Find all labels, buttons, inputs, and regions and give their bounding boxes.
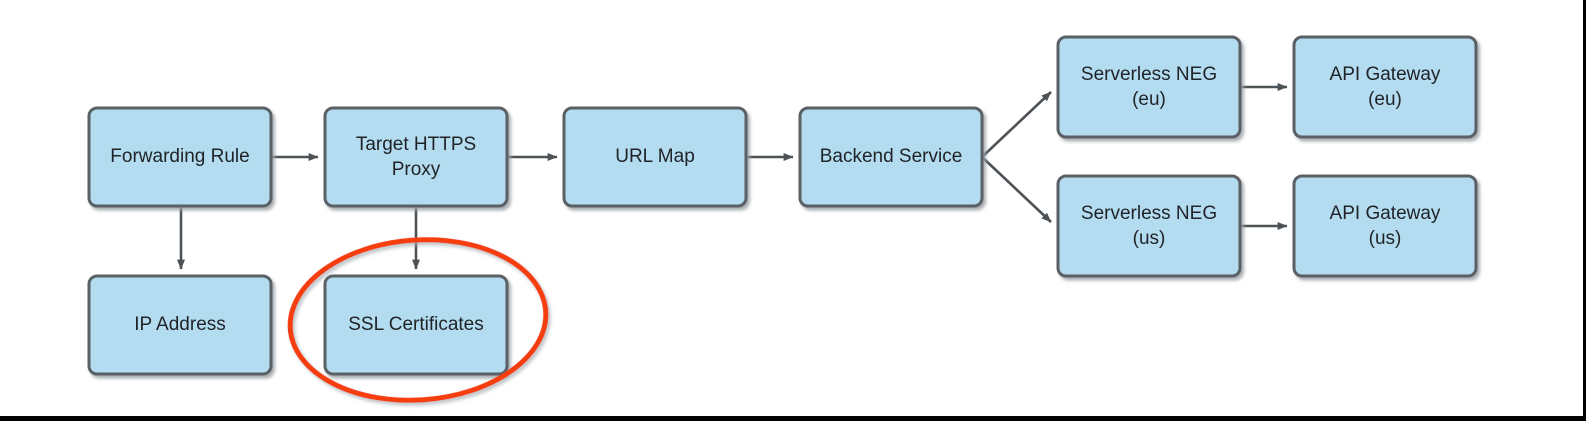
node-label-backend-service: Backend Service bbox=[820, 146, 963, 167]
node-label-ssl-certificates: SSL Certificates bbox=[348, 314, 484, 335]
node-serverless-neg-eu[interactable]: Serverless NEG (eu) bbox=[1056, 35, 1242, 139]
node-box-ssl-certificates[interactable] bbox=[323, 274, 509, 376]
annotation-layer bbox=[287, 237, 549, 403]
node-box-api-gateway-us[interactable] bbox=[1292, 174, 1478, 278]
node-box-serverless-neg-us[interactable] bbox=[1056, 174, 1242, 278]
node-sublabel-api-gateway-eu: (eu) bbox=[1368, 89, 1402, 110]
node-url-map[interactable]: URL Map bbox=[562, 106, 748, 208]
node-box-url-map[interactable] bbox=[562, 106, 748, 208]
node-label-ip-address: IP Address bbox=[134, 314, 226, 335]
edge-backend-service-to-serverless-neg-us bbox=[981, 156, 1052, 223]
node-label-target-https-proxy: Target HTTPS bbox=[356, 134, 476, 155]
node-box-serverless-neg-eu[interactable] bbox=[1056, 35, 1242, 139]
node-box-target-https-proxy[interactable] bbox=[323, 106, 509, 208]
node-ssl-certificates[interactable]: SSL Certificates bbox=[323, 274, 509, 376]
node-sublabel-target-https-proxy: Proxy bbox=[392, 159, 441, 180]
node-target-https-proxy[interactable]: Target HTTPS Proxy bbox=[323, 106, 509, 208]
node-serverless-neg-us[interactable]: Serverless NEG (us) bbox=[1056, 174, 1242, 278]
node-label-api-gateway-us: API Gateway bbox=[1330, 203, 1441, 224]
node-label-api-gateway-eu: API Gateway bbox=[1330, 64, 1441, 85]
nodes-layer: Forwarding Rule Target HTTPS Proxy URL Map B… bbox=[87, 35, 1478, 376]
node-label-serverless-neg-eu: Serverless NEG bbox=[1081, 64, 1217, 85]
ssl-certificates-highlight bbox=[287, 237, 549, 403]
edge-backend-service-to-serverless-neg-eu bbox=[981, 91, 1052, 158]
node-forwarding-rule[interactable]: Forwarding Rule bbox=[87, 106, 273, 208]
node-ip-address[interactable]: IP Address bbox=[87, 274, 273, 376]
node-api-gateway-us[interactable]: API Gateway (us) bbox=[1292, 174, 1478, 278]
node-label-forwarding-rule: Forwarding Rule bbox=[110, 146, 249, 167]
node-backend-service[interactable]: Backend Service bbox=[798, 106, 984, 208]
node-label-url-map: URL Map bbox=[615, 146, 695, 167]
node-box-api-gateway-eu[interactable] bbox=[1292, 35, 1478, 139]
node-box-backend-service[interactable] bbox=[798, 106, 984, 208]
node-box-forwarding-rule[interactable] bbox=[87, 106, 273, 208]
node-api-gateway-eu[interactable]: API Gateway (eu) bbox=[1292, 35, 1478, 139]
node-sublabel-serverless-neg-us: (us) bbox=[1133, 228, 1166, 249]
node-box-ip-address[interactable] bbox=[87, 274, 273, 376]
node-sublabel-api-gateway-us: (us) bbox=[1369, 228, 1402, 249]
node-sublabel-serverless-neg-eu: (eu) bbox=[1132, 89, 1166, 110]
node-label-serverless-neg-us: Serverless NEG bbox=[1081, 203, 1217, 224]
